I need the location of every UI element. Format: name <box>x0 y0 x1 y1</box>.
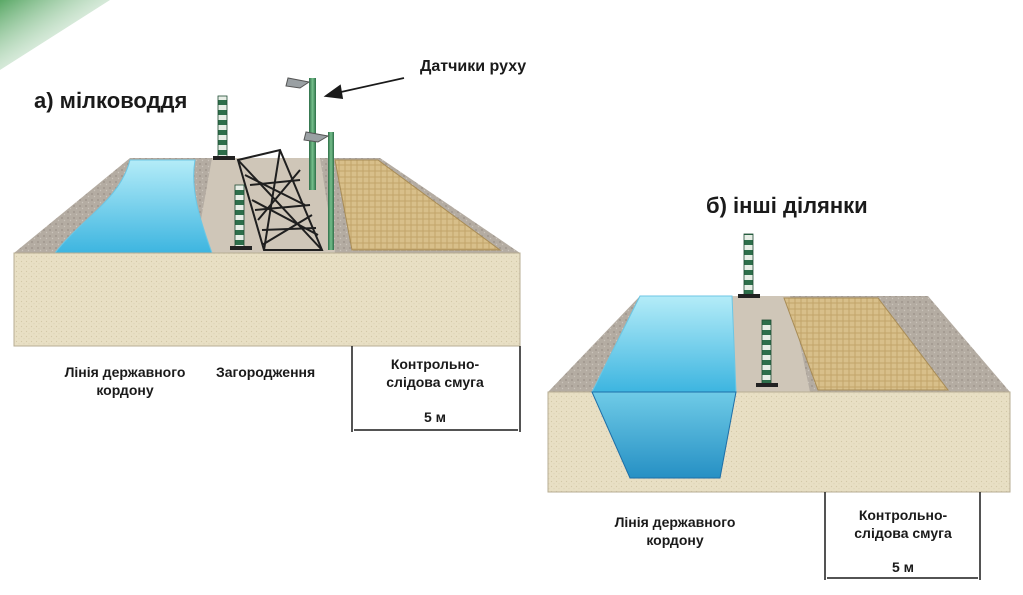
section-b-border-line-1: Лінія державного <box>614 514 736 530</box>
section-a-sensor-poles <box>285 77 334 250</box>
section-a-title: а) мілководдя <box>34 88 188 113</box>
section-b-border-posts <box>738 233 778 387</box>
section-b-water-channel <box>591 391 737 479</box>
section-b-width-label: 5 м <box>891 559 915 575</box>
section-a-strip-label: Контрольно- слідова смуга <box>360 355 510 391</box>
section-b-title: б) інші ділянки <box>706 193 868 218</box>
section-a-soil-front <box>13 252 521 347</box>
section-a-width-label: 5 м <box>423 409 447 425</box>
motion-sensors-label: Датчики руху <box>420 58 527 75</box>
section-a-fence <box>236 148 324 251</box>
section-b-strip-line-1: Контрольно- <box>858 507 948 523</box>
section-b-border-line-label: Лінія державного кордону <box>590 513 760 549</box>
section-a-border-posts <box>213 95 252 250</box>
corner-decoration <box>0 0 110 70</box>
section-b-dimension <box>824 492 981 580</box>
section-a-border-line-2: кордону <box>96 382 154 398</box>
section-a-block <box>13 77 521 432</box>
section-a-strip-line-2: слідова смуга <box>386 374 484 390</box>
fence-label: Загородження <box>216 364 316 380</box>
section-a-strip-line-1: Контрольно- <box>390 356 480 372</box>
section-a-dimension <box>351 346 521 432</box>
section-a-border-line-1: Лінія державного <box>64 364 186 380</box>
section-b-strip-label: Контрольно- слідова смуга <box>828 506 978 542</box>
section-a-water <box>53 159 213 254</box>
section-b-sand-strip <box>783 297 950 391</box>
sensors-arrow <box>323 77 405 100</box>
section-a-border-line-label: Лінія державного кордону <box>40 363 210 399</box>
section-b-border-line-2: кордону <box>646 532 704 548</box>
section-b-strip-line-2: слідова смуга <box>854 525 952 541</box>
section-a-sand-strip <box>334 159 502 251</box>
section-b-block <box>547 233 1011 580</box>
